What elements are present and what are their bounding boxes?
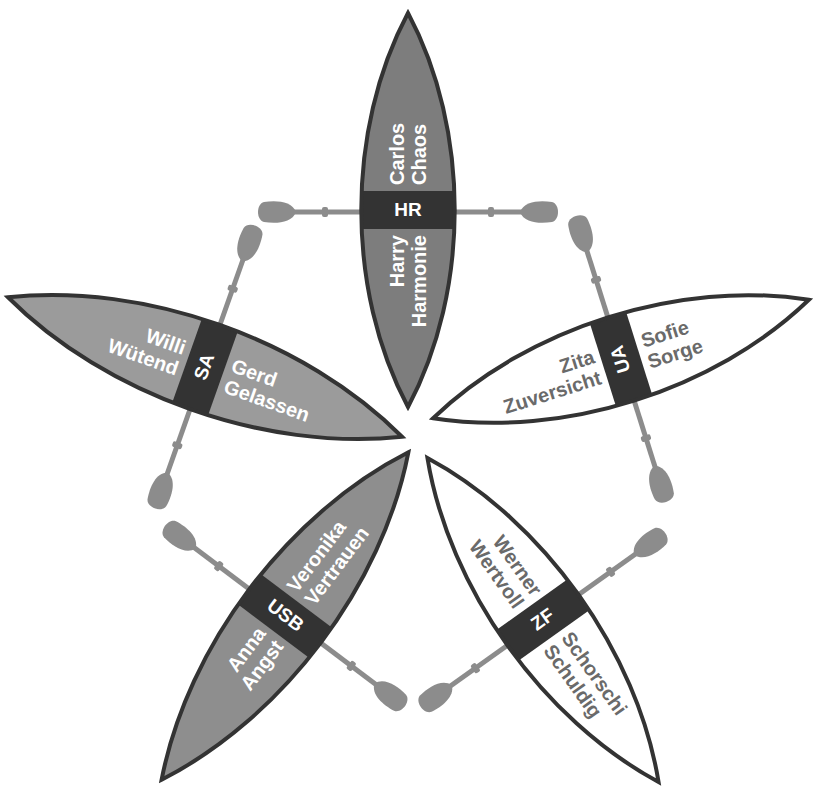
- kayak-outline: [392, 433, 694, 788]
- person-name: Carlos Chaos: [386, 123, 430, 185]
- person-name: Harry Harmonie: [386, 235, 430, 327]
- kayak-body: [126, 425, 444, 788]
- kayak-outline: [0, 255, 417, 479]
- kayak-outline: [361, 13, 454, 407]
- kayak: Willi WütendSAGerd Gelassen: [0, 253, 420, 481]
- seat-band: [589, 310, 652, 407]
- kayak-body: [392, 433, 694, 788]
- kayak: Zita ZuversichtUASofie Sorge: [417, 256, 817, 462]
- kayak-body: [420, 258, 817, 460]
- kayak-body: [0, 255, 417, 479]
- kayak-outline: [126, 425, 444, 788]
- seat-band: [360, 191, 456, 229]
- seat-band: [172, 317, 239, 416]
- kayak: Carlos ChaosHR Harry Harmonie: [360, 10, 456, 410]
- kayak-outline: [420, 258, 817, 460]
- kayak: Veronika VertrauenUSBAnna Angst: [123, 422, 447, 788]
- seat-code: HR: [394, 200, 421, 221]
